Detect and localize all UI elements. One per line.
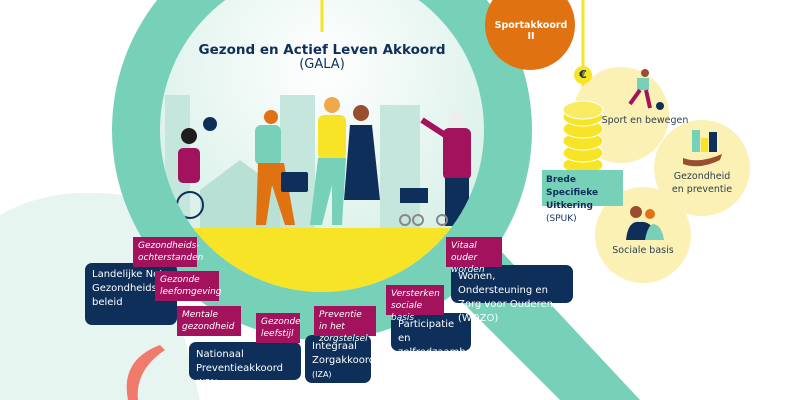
theme-preventie-zorgstelsel: Preventie in het zorgstelsel [314,306,376,344]
policy-wozo: Wonen, Ondersteuning en Zorg voor Oudere… [451,265,573,324]
theme-gezonde-leefomgeving: Gezonde leefomgeving [155,271,222,301]
policy-iza-label: Integraal Zorgakkoord [312,341,376,366]
policy-iza-abbr: (IZA) [312,370,332,379]
sportakkoord-label: Sportakkoord II [494,20,568,42]
pillar-sociaal: Sociale basis [612,245,674,256]
runner-icon [628,69,664,110]
policy-iza: Integraal Zorgakkoord (IZA) [305,335,375,383]
sportakkoord-circle [485,0,575,70]
spuk-box: Brede Specifieke Uitkering (SPUK) [542,170,623,224]
coin-stack-icon [562,100,604,175]
policy-npa-label: Nationaal Preventieakkoord [196,349,284,374]
pillar-gezondheid: Gezondheid en preventie [671,171,733,195]
page-title: Gezond en Actief Leven Akkoord [198,42,446,58]
policy-npa: Nationaal Preventieakkoord (NPA) [189,342,301,387]
page-subtitle: (GALA) [299,57,345,72]
theme-versterken-sociale-basis: Versterken sociale basis [386,285,444,323]
theme-gezondheidsachterstanden: Gezondheids-ochterstanden [133,237,203,267]
family-hand-icon [683,130,722,167]
theme-gezonde-leefstijl: Gezonde leefstijl [256,313,301,343]
euro-icon: € [574,66,592,84]
policy-npa-abbr: (NPA) [196,378,219,387]
theme-vitaal-ouder-worden: Vitaal ouder worden [446,237,502,275]
people-embrace-icon [626,206,664,240]
policy-participatie: Participatie en zelfredzaamheid [391,313,481,358]
theme-mentale-gezondheid: Mentale gezondheid [177,306,241,336]
pillar-sport: Sport en bewegen [601,115,689,126]
pillar-circle-gezondheid [654,120,750,216]
salmon-arc [126,345,165,400]
spuk-label: Brede Specifieke Uitkering [546,175,599,211]
spuk-abbr: (SPUK) [546,214,577,224]
